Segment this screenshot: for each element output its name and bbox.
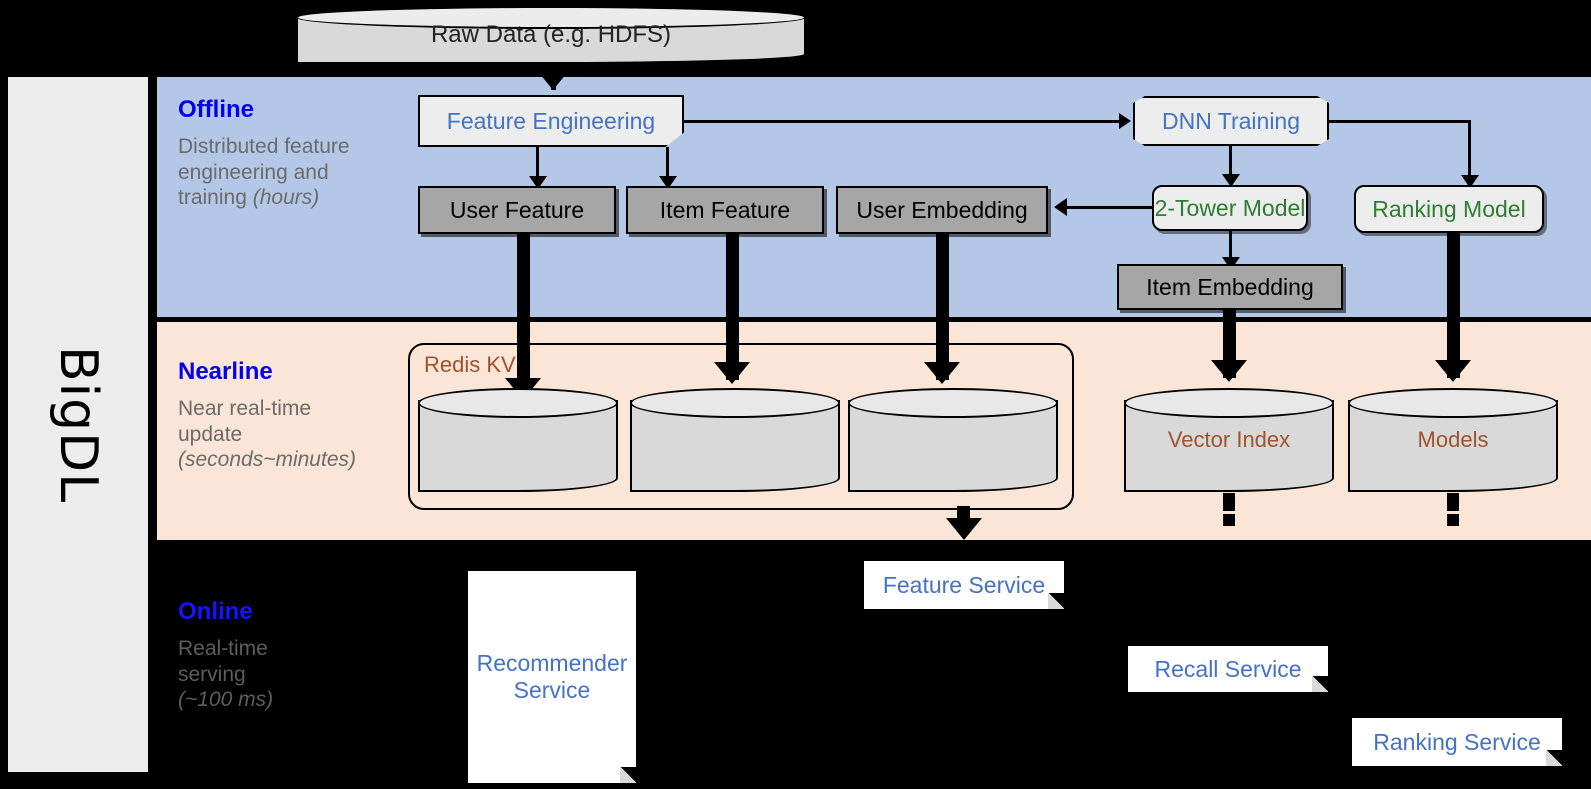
caption-online: Online Real-time serving (~100 ms)	[178, 598, 393, 713]
edge-dnn-twotower	[1229, 146, 1232, 178]
online-desc-l2: serving	[178, 662, 246, 686]
user-embedding-label: User Embedding	[856, 196, 1028, 223]
node-item-embedding[interactable]: Item Embedding	[1117, 264, 1343, 310]
node-ranking-model[interactable]: Ranking Model	[1354, 185, 1544, 233]
node-item-feature[interactable]: Item Feature	[626, 186, 824, 234]
node-user-feature[interactable]: User Feature	[418, 186, 616, 234]
redis-kv-container	[408, 343, 1074, 510]
online-desc-l1: Real-time	[178, 637, 268, 660]
offline-desc-l3: training	[178, 186, 247, 210]
node-feature-service[interactable]: Feature Service	[864, 561, 1064, 609]
arrowhead-itemembedding-vectorindex	[1211, 360, 1247, 382]
connector-dot-models	[1447, 514, 1459, 526]
dnn-training-label: DNN Training	[1161, 107, 1301, 134]
redis-kv-label: Redis KV	[424, 352, 516, 377]
connector-stub-models	[1447, 493, 1459, 511]
vector-index-label: Vector Index	[1167, 427, 1291, 452]
arrowhead-fe-userfeature	[529, 176, 547, 189]
store-item-feature-kv	[630, 388, 840, 492]
node-feature-engineering[interactable]: Feature Engineering	[418, 95, 684, 147]
cylinder-top	[1348, 388, 1558, 418]
edge-rankingmodel-models	[1447, 233, 1460, 378]
offline-title: Offline	[178, 96, 254, 123]
ranking-service-label: Ranking Service	[1373, 728, 1541, 755]
user-feature-label: User Feature	[449, 196, 585, 223]
cylinder-top	[1124, 388, 1334, 418]
edge-userfeature-redis	[517, 234, 530, 398]
bigdl-label: BigDL	[48, 345, 108, 504]
online-title: Online	[178, 598, 253, 625]
feature-engineering-label: Feature Engineering	[446, 107, 656, 134]
offline-desc: Distributed feature engineering and trai…	[178, 134, 393, 211]
store-vector-index: Vector Index	[1124, 388, 1334, 492]
nearline-desc: Near real-time update (seconds~minutes)	[178, 396, 393, 473]
store-models: Models	[1348, 388, 1558, 492]
arrowhead-fe-dnn	[1119, 113, 1131, 129]
node-recall-service[interactable]: Recall Service	[1128, 646, 1328, 692]
arrowhead-fe-itemfeature	[659, 176, 677, 189]
offline-desc-l1: Distributed feature	[178, 135, 350, 158]
online-desc-em: (~100 ms)	[178, 688, 274, 712]
models-label: Models	[1417, 427, 1489, 452]
online-desc: Real-time serving (~100 ms)	[178, 636, 393, 713]
arrowhead-twotower-userembedding	[1054, 198, 1067, 216]
connector-stub-vectorindex	[1223, 493, 1235, 511]
offline-desc-l2: engineering and	[178, 160, 329, 184]
ranking-model-label: Ranking Model	[1372, 195, 1526, 222]
cylinder-top	[848, 388, 1058, 418]
store-user-embedding-kv	[848, 388, 1058, 492]
node-ranking-service[interactable]: Ranking Service	[1352, 718, 1562, 766]
arrowhead-rawdata-fe	[535, 68, 571, 90]
nearline-desc-l2: update	[178, 422, 243, 446]
cylinder-body	[1348, 400, 1558, 492]
connector-dot-vectorindex	[1223, 514, 1235, 526]
caption-offline: Offline Distributed feature engineering …	[178, 96, 393, 211]
node-user-embedding[interactable]: User Embedding	[836, 186, 1048, 234]
arrowhead-rankingmodel-models	[1435, 360, 1471, 382]
caption-nearline: Nearline Near real-time update (seconds~…	[178, 358, 393, 473]
nearline-desc-em: (seconds~minutes)	[178, 448, 356, 472]
edge-dnn-ranking-v	[1468, 120, 1471, 178]
raw-data-store: Raw Data (e.g. HDFS)	[296, 6, 806, 64]
recommender-service-label-l1: Recommender	[476, 650, 628, 676]
edge-fe-dnn	[684, 120, 1121, 123]
edge-twotower-userembedding	[1066, 206, 1156, 209]
edge-dnn-ranking-h	[1329, 120, 1471, 123]
feature-service-label: Feature Service	[882, 571, 1046, 598]
arrowhead-redis-featureservice	[946, 518, 982, 540]
two-tower-model-label: 2-Tower Model	[1154, 194, 1306, 221]
node-dnn-training[interactable]: DNN Training	[1133, 96, 1329, 146]
edge-fe-itemfeature	[666, 147, 669, 180]
node-two-tower-model[interactable]: 2-Tower Model	[1152, 185, 1308, 231]
nearline-title: Nearline	[178, 358, 273, 385]
arrowhead-dnn-ranking	[1461, 175, 1479, 188]
cylinder-top	[418, 388, 618, 418]
store-user-feature-kv	[418, 388, 618, 492]
raw-data-label: Raw Data (e.g. HDFS)	[430, 21, 672, 48]
nearline-desc-l1: Near real-time	[178, 397, 312, 420]
cylinder-top	[296, 6, 806, 29]
recommender-service-label-l2: Service	[513, 677, 591, 703]
item-embedding-label: Item Embedding	[1146, 273, 1314, 300]
edge-fe-userfeature	[536, 147, 539, 180]
cylinder-top	[630, 388, 840, 418]
bigdl-sidebar: BigDL	[8, 77, 148, 772]
item-feature-label: Item Feature	[659, 196, 791, 223]
offline-desc-em: (hours)	[252, 186, 320, 210]
edge-twotower-itemembedding	[1229, 231, 1232, 261]
recall-service-label: Recall Service	[1154, 655, 1302, 682]
arrowhead-userembedding-redis	[924, 362, 960, 384]
arrowhead-itemfeature-redis	[714, 362, 750, 384]
arrowhead-dnn-twotower	[1222, 174, 1240, 187]
node-recommender-service[interactable]: Recommender Service	[468, 571, 636, 783]
